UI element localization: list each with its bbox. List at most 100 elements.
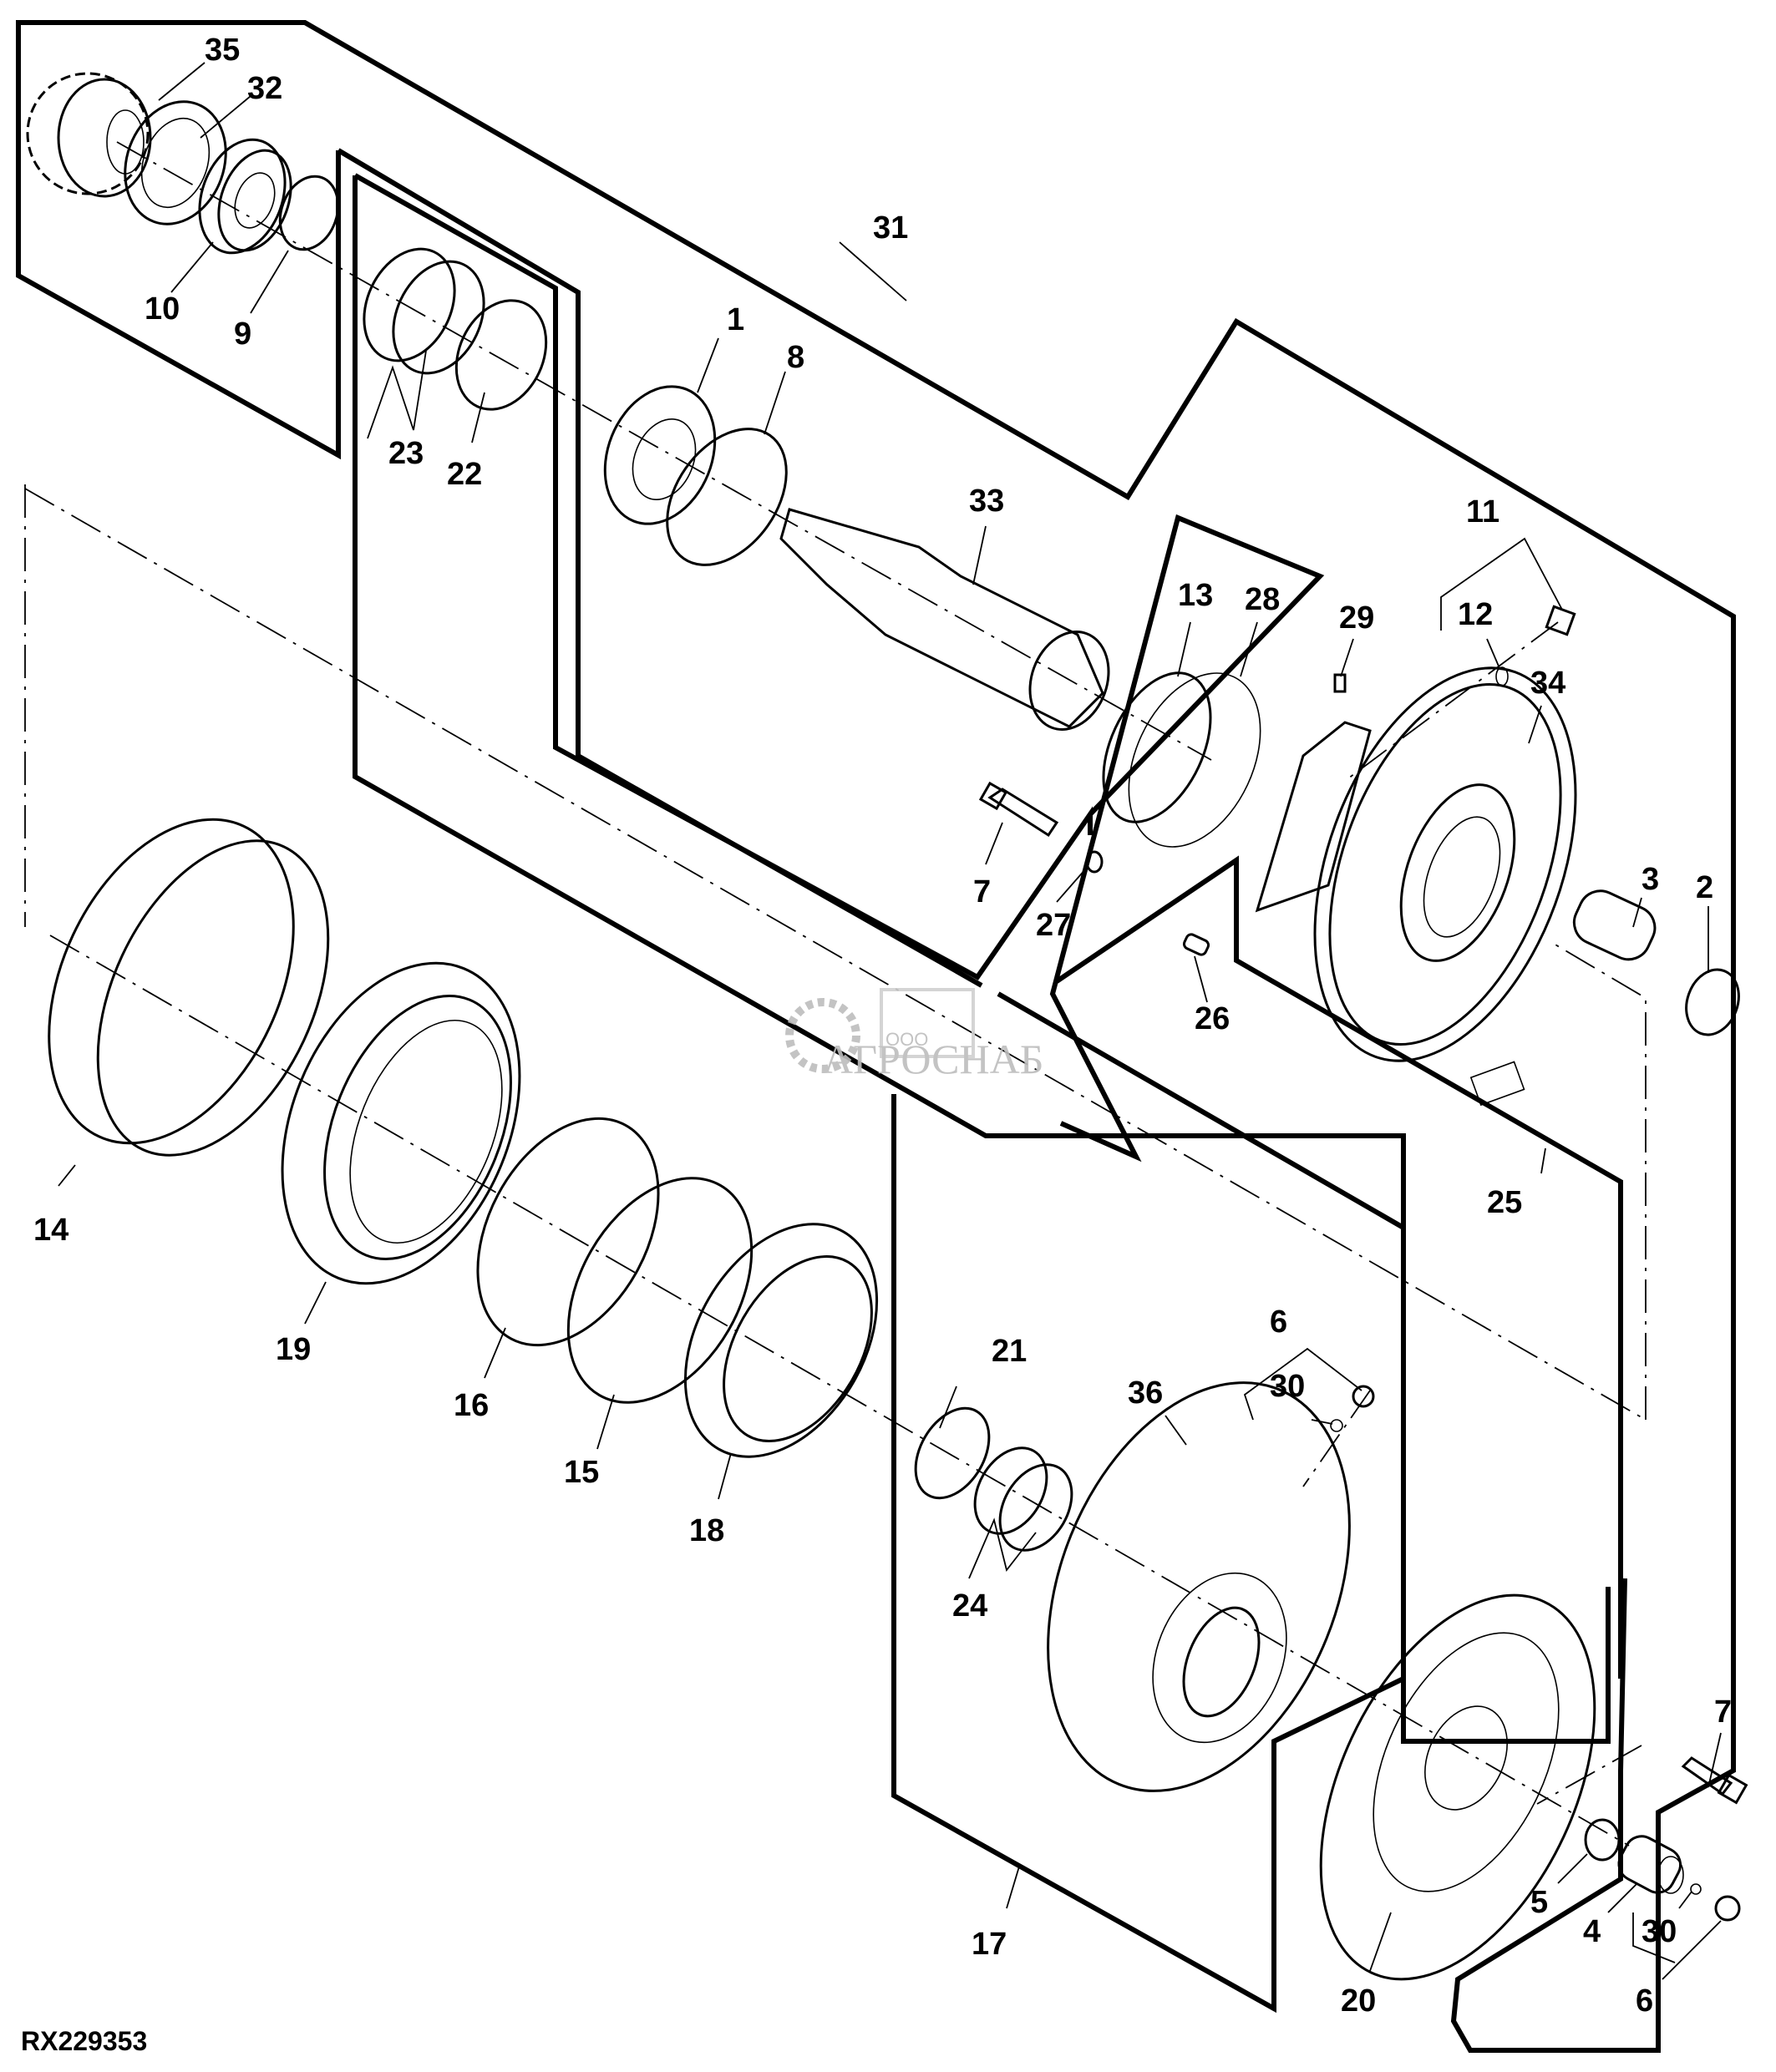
housing-34-icon xyxy=(1255,666,1577,1062)
bushing-21-icon xyxy=(914,1406,991,1500)
seal-14-icon xyxy=(48,818,330,1157)
callout-25: 25 xyxy=(1487,1185,1522,1220)
thrust-washer-32-icon xyxy=(124,100,227,225)
dowel-pin-26-icon xyxy=(1182,933,1210,956)
snap-ring-9-icon xyxy=(278,175,340,251)
callout-30-upper: 30 xyxy=(1270,1369,1305,1404)
frame-shaft-group xyxy=(337,148,983,988)
assembly-axes xyxy=(24,141,1647,1847)
watermark: ООО АГРОСНАБ xyxy=(785,988,1043,1082)
fitting-29-icon xyxy=(1333,673,1347,693)
frame-disk-group xyxy=(891,991,1406,2014)
shaft-33-icon xyxy=(779,508,1110,731)
figure-id: RX229353 xyxy=(21,2026,147,2056)
callout-3: 3 xyxy=(1642,862,1659,897)
ring-22-icon xyxy=(454,299,548,411)
callout-4: 4 xyxy=(1583,1914,1601,1949)
cap-screw-7-upper-icon xyxy=(978,781,1059,838)
frame-seal-group xyxy=(353,175,1611,1744)
callout-6-lower: 6 xyxy=(1636,1983,1653,2019)
callout-17: 17 xyxy=(972,1927,1007,1962)
o-ring-28-icon xyxy=(1128,672,1261,848)
o-ring-30-upper-icon xyxy=(1330,1419,1343,1432)
callout-27: 27 xyxy=(1036,908,1071,943)
callout-7-upper: 7 xyxy=(973,874,991,909)
callout-29: 29 xyxy=(1339,600,1374,636)
callout-18: 18 xyxy=(689,1513,724,1548)
seal-rings-23-icon xyxy=(363,247,485,375)
callout-14: 14 xyxy=(33,1213,69,1248)
callout-31: 31 xyxy=(873,210,908,246)
callout-16: 16 xyxy=(454,1388,489,1423)
callout-13: 13 xyxy=(1178,578,1213,613)
bearing-1-icon xyxy=(603,385,717,525)
seal-ring-13-icon xyxy=(1102,671,1212,823)
callout-7-lower: 7 xyxy=(1714,1695,1732,1730)
callout-labels: 35 32 10 9 23 22 31 1 8 33 13 28 29 11 1… xyxy=(33,33,1732,2019)
o-ring-12-icon xyxy=(1495,666,1509,686)
callout-28: 28 xyxy=(1245,582,1280,617)
o-ring-5-icon xyxy=(1584,1818,1621,1862)
axis-screw-7 xyxy=(1536,1745,1642,1805)
callout-20: 20 xyxy=(1341,1983,1376,2019)
callout-22: 22 xyxy=(447,457,482,492)
callout-26: 26 xyxy=(1195,1001,1230,1036)
frame-left-group xyxy=(1049,514,1325,1163)
snap-ring-15-icon xyxy=(566,1177,754,1404)
callout-1: 1 xyxy=(727,302,744,337)
callout-36: 36 xyxy=(1128,1375,1163,1411)
callout-9: 9 xyxy=(234,317,251,352)
watermark-name: АГРОСНАБ xyxy=(823,1036,1043,1082)
callout-12: 12 xyxy=(1458,597,1493,632)
axis-lower xyxy=(49,935,1630,1847)
plug-11-icon xyxy=(1545,605,1576,636)
watermark-gear-icon xyxy=(785,998,860,1073)
callout-10: 10 xyxy=(145,291,180,327)
o-ring-2-icon xyxy=(1685,968,1740,1036)
axis-diagonal xyxy=(24,488,1647,1421)
callout-32: 32 xyxy=(247,71,282,106)
watermark-harvester-icon xyxy=(880,988,975,1058)
watermark-prefix: ООО xyxy=(885,1029,928,1050)
callout-2: 2 xyxy=(1696,870,1713,905)
callout-19: 19 xyxy=(276,1332,311,1367)
axis-main xyxy=(116,141,1212,761)
piston-housing-19-icon xyxy=(281,961,521,1285)
callout-8: 8 xyxy=(787,340,804,375)
callout-11: 11 xyxy=(1466,494,1499,529)
washer-27-icon xyxy=(1085,850,1104,874)
group-frames xyxy=(16,20,1736,2053)
callout-34: 34 xyxy=(1530,666,1565,701)
plug-6-lower-icon xyxy=(1714,1895,1741,1922)
callout-23: 23 xyxy=(388,436,424,471)
parts xyxy=(26,72,1748,1981)
callout-35: 35 xyxy=(205,33,240,68)
leader-lines xyxy=(58,62,1722,1980)
bearing-10-icon xyxy=(198,138,292,255)
o-ring-16-icon xyxy=(476,1117,660,1347)
disk-36-icon xyxy=(1047,1381,1351,1792)
bearing-18-icon xyxy=(683,1223,879,1458)
o-ring-30-lower-icon xyxy=(1690,1883,1702,1895)
frame-gear-group xyxy=(16,20,341,460)
callout-5: 5 xyxy=(1530,1885,1548,1920)
callout-30-lower: 30 xyxy=(1642,1914,1677,1949)
callout-6-upper: 6 xyxy=(1270,1304,1287,1340)
callout-21: 21 xyxy=(992,1334,1027,1369)
axis-plug-11 xyxy=(1344,621,1559,782)
callout-24: 24 xyxy=(952,1588,987,1624)
gear-35-icon xyxy=(26,72,152,198)
sleeve-3-icon xyxy=(1572,889,1657,961)
plug-6-upper-icon xyxy=(1352,1385,1375,1408)
snap-ring-8-icon xyxy=(666,428,788,566)
axis-right-vertical xyxy=(1553,943,1647,1420)
cover-20-icon xyxy=(1319,1593,1596,1981)
plate-25-icon xyxy=(1469,1061,1525,1107)
callout-33: 33 xyxy=(969,484,1004,519)
frame-housing-group xyxy=(1055,855,1623,1679)
frame-inner-group xyxy=(353,173,1093,980)
frame-upper-left xyxy=(18,20,1736,2053)
seal-rings-24-icon xyxy=(973,1446,1073,1552)
callout-15: 15 xyxy=(564,1455,599,1490)
